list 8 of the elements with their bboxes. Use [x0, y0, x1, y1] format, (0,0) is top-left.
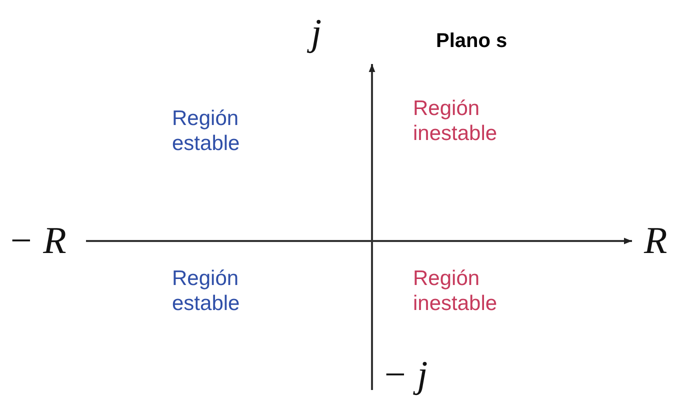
region-label: Región inestable: [413, 96, 498, 146]
axis-label: R: [644, 222, 668, 260]
axis-label: − R: [8, 222, 66, 260]
region-label: Región inestable: [413, 266, 498, 316]
region-label: Región estable: [172, 266, 241, 316]
region-label: Región estable: [172, 106, 241, 156]
plane-title: Plano s: [436, 30, 508, 53]
axis-label: − j: [382, 356, 428, 394]
